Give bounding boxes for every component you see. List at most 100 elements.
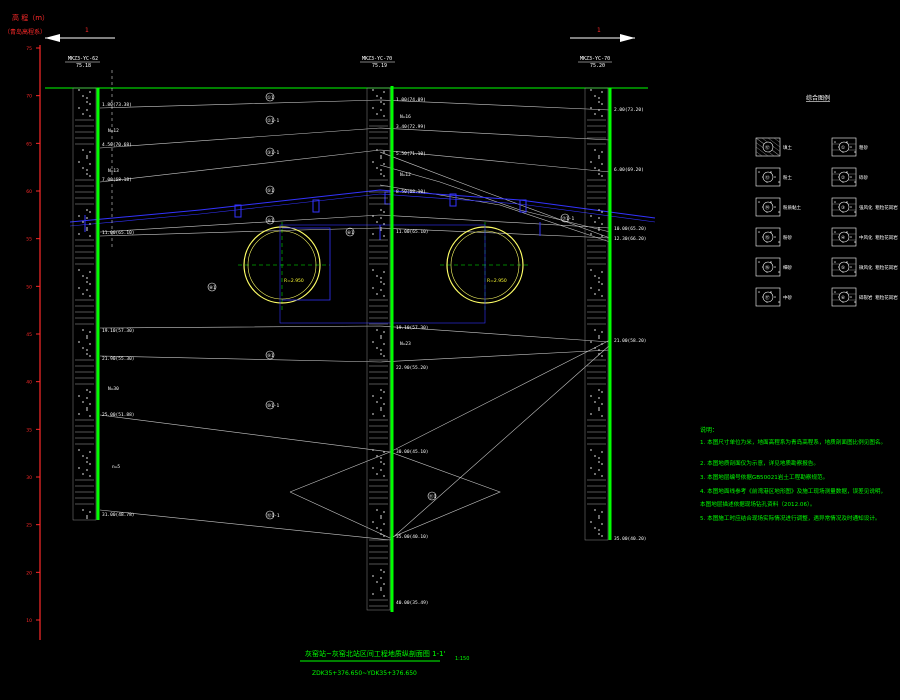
- stratum-marker-label: ⑩1-1: [267, 403, 279, 409]
- axis-tick-label: 25: [26, 523, 32, 529]
- stratum-marker-label: ⑫1-1: [267, 512, 280, 519]
- stratum-marker-label: ①1: [267, 95, 274, 101]
- borehole-right-elev: 75.20: [590, 63, 605, 69]
- legend-item-code: ⑬: [765, 174, 770, 181]
- legend-item: ⑯ 细砂: [755, 257, 792, 277]
- section-arrow-left: 1: [45, 27, 115, 42]
- tunnel-left-label: R=2.950: [284, 278, 304, 284]
- legend-item-label: 砾砂: [859, 174, 868, 181]
- axis-tick-label: 45: [26, 332, 32, 338]
- bh1-label-9: 40.00(35.49): [396, 600, 429, 606]
- bh2-label-3: 12.30(66.20): [614, 236, 647, 242]
- legend-item-code: ⑮: [765, 234, 770, 241]
- borehole-right-name: MKZ3-YC-70: [580, 56, 610, 62]
- bh1-label-8: 35.00(40.10): [396, 534, 429, 540]
- stratum-marker-circle: [265, 510, 275, 520]
- legend-item-label: 粗砂: [859, 144, 868, 151]
- notes-line-5: 本图地层描述依据现场钻孔资料（2012.06）。: [700, 500, 815, 508]
- legend-item-code: ⑭: [765, 204, 770, 211]
- axis-tick-label: 75: [26, 46, 32, 52]
- axis-tick-label: 65: [26, 141, 32, 147]
- borehole-middle-elev: 75.19: [372, 63, 387, 69]
- bh0-note-0: N=12: [108, 128, 119, 134]
- stratum-marker-circle: [265, 147, 275, 157]
- bh1-note-2: N=23: [400, 341, 411, 347]
- legend-item-code: ③: [841, 205, 846, 211]
- stratum-marker-label: ②1-1: [267, 118, 279, 124]
- stratum-marker-label: ⑧1: [209, 285, 216, 291]
- stratum-marker-label: ⑤1: [267, 188, 274, 194]
- legend-item-label: 强风化 粗粒花岗岩: [859, 204, 898, 211]
- stratum-marker-circle: [345, 227, 355, 237]
- legend-item-code: ⑫: [765, 144, 770, 151]
- bh0-label-5: 21.90(55.30): [102, 356, 135, 362]
- bh1-note-0: N=16: [400, 114, 411, 120]
- bh1-label-4: 11.00(65.10): [396, 229, 429, 235]
- bh2-label-2: 10.00(65.20): [614, 226, 647, 232]
- drawing-title: 灰窑站~灰窑北站区间工程地质纵剖面图 1-1': [305, 649, 446, 658]
- bh0-label-0: 1.80(73.38): [102, 102, 132, 108]
- legend-item-code: ⑰: [765, 294, 770, 301]
- notes-line-1: 1. 本图尺寸单位为米，地面高程系为青岛高程系，地质剖面图比例见图名。: [700, 438, 886, 446]
- section-arrow-right-label: 1: [597, 27, 601, 34]
- bh0-note-3: n=5: [112, 464, 120, 470]
- notes-line-2: 2. 本图地质剖面仅为示意，详见地质勘察报告。: [700, 459, 819, 467]
- legend-item-code: ⑯: [765, 264, 770, 271]
- stratum-marker-label: ⑥1: [347, 230, 354, 236]
- stratum-marker-label: ③1-1: [267, 150, 279, 156]
- stratum-marker-circle: [560, 213, 570, 223]
- stratum-marker-circle: [265, 92, 275, 102]
- borehole-middle: MKZ3-YC-70 75.19: [360, 56, 395, 612]
- axis-tick-label: 70: [26, 94, 32, 100]
- notes-line-4: 4. 本图地面线参考《前湾港区地形图》及施工现场测量数据，误差见说明，: [700, 487, 886, 495]
- bh1-label-0: 1.00(74.09): [396, 97, 426, 103]
- legend-item-code: ⑤: [841, 265, 846, 271]
- bh0-note-2: N=30: [108, 386, 119, 392]
- bh2-label-1: 6.00(69.20): [614, 167, 644, 173]
- bh0-label-6: 25.00(51.88): [102, 412, 135, 418]
- borehole-left: MKZ3-YC-62 75.18: [65, 56, 113, 521]
- axis-title-line2: （青岛高程系）: [4, 28, 46, 36]
- drawing-scale: 1:150: [455, 656, 469, 662]
- bh0-label-2: 7.00(68.18): [102, 177, 132, 183]
- stratum-marker-label: ⑥1: [267, 218, 274, 224]
- legend-item-code: ⑥: [841, 295, 846, 301]
- legend-item-label: 细砂: [783, 264, 792, 271]
- section-arrow-right: 1: [570, 27, 635, 42]
- drawing-subtitle: ZDK35+376.650~YDK35+376.650: [312, 670, 417, 677]
- tunnel-section-box: [279, 224, 486, 324]
- bh1-label-5: 19.10(57.30): [396, 325, 429, 331]
- elevation-axis: 高 程（m） （青岛高程系） 7570656055504540353025201…: [4, 13, 49, 640]
- bh1-label-6: 22.90(55.20): [396, 365, 429, 371]
- stratum-marker-label: ⑦1-1: [562, 216, 574, 222]
- stratum-marker-circle: [265, 350, 275, 360]
- notes-line-3: 3. 本图地层编号依据GB50021岩土工程勘察规范。: [700, 473, 828, 481]
- legend-item-code: ②: [841, 175, 846, 181]
- stratum-marker-circle: [207, 282, 217, 292]
- stratum-marker-circle: [265, 400, 275, 410]
- stratum-boundaries: [99, 99, 611, 541]
- legend-item: ② 砾砂: [831, 167, 868, 187]
- bh0-label-7: 31.00(48.78): [102, 512, 135, 518]
- legend-item: ③ 强风化 粗粒花岗岩: [831, 197, 898, 217]
- legend-item-code: ④: [841, 235, 846, 241]
- axis-title-line1: 高 程（m）: [12, 13, 49, 22]
- borehole-right-labels: 2.00(73.20) 6.00(69.20) 10.00(65.20) 12.…: [614, 107, 647, 542]
- stratum-marker-label: ⑨1: [267, 353, 274, 359]
- axis-tick-label: 30: [26, 475, 32, 481]
- borehole-left-name: MKZ3-YC-62: [68, 56, 98, 62]
- bh2-label-4: 21.00(58.20): [614, 338, 647, 344]
